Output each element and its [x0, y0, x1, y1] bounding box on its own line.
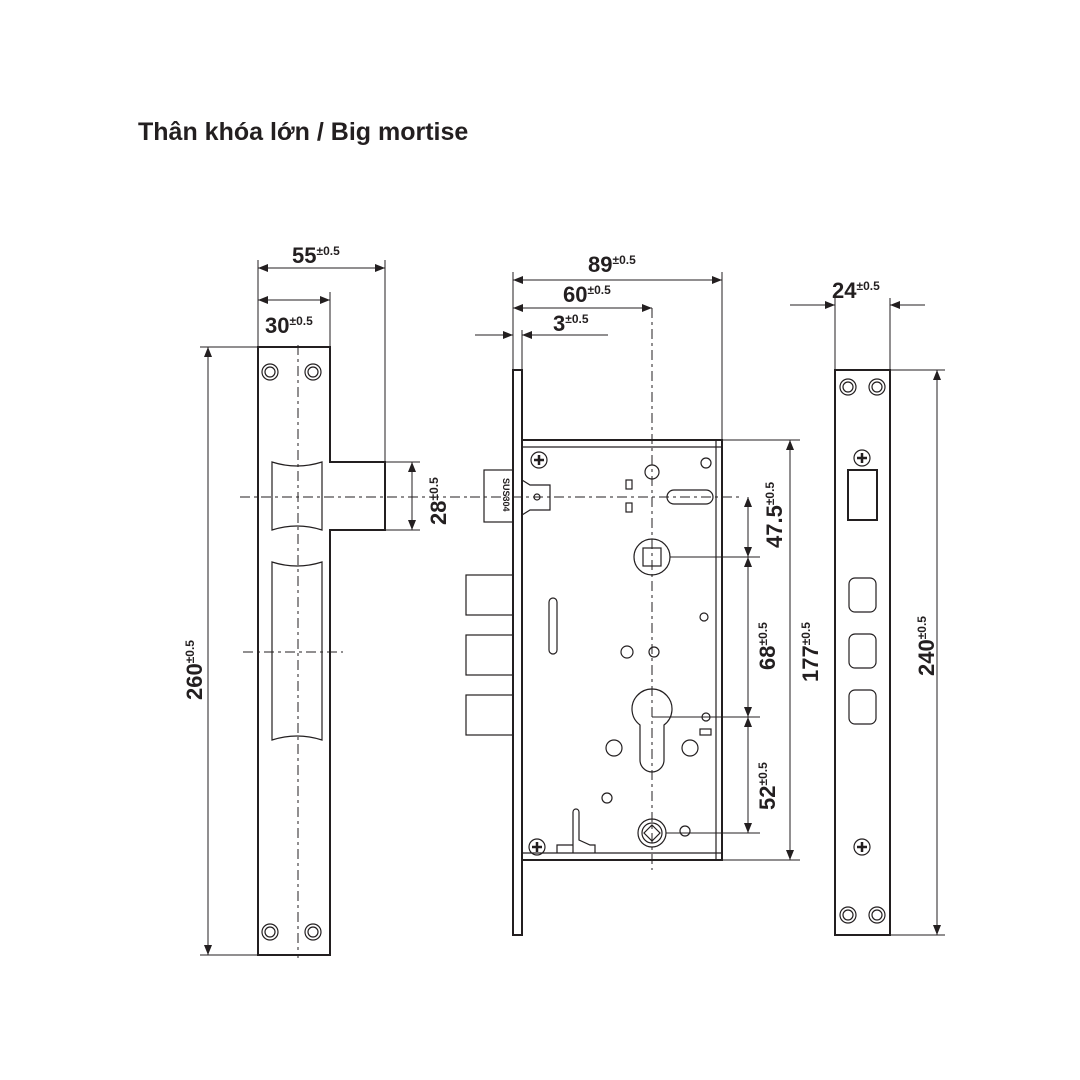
strike-dimensions: 55±0.5 30±0.5 260±0.5 28±0.5	[182, 243, 451, 956]
dim-260: 260	[182, 663, 207, 700]
svg-text:52±0.5: 52±0.5	[755, 762, 780, 810]
dim-60: 60	[563, 282, 587, 307]
diagram-title: Thân khóa lớn / Big mortise	[138, 118, 469, 146]
dim-240: 240	[914, 639, 939, 676]
svg-text:3±0.5: 3±0.5	[553, 311, 589, 336]
dim-52: 52	[755, 786, 780, 810]
faceplate-dimensions: 24±0.5 240±0.5	[790, 278, 945, 936]
mortise-body: SUS304	[465, 308, 740, 936]
svg-text:177±0.5: 177±0.5	[798, 622, 823, 682]
dim-177: 177	[798, 645, 823, 682]
svg-text:30±0.5: 30±0.5	[265, 313, 313, 338]
svg-text:47.5±0.5: 47.5±0.5	[762, 482, 787, 548]
faceplate	[834, 369, 891, 936]
svg-text:24±0.5: 24±0.5	[832, 278, 880, 303]
svg-text:28±0.5: 28±0.5	[426, 477, 451, 525]
svg-text:60±0.5: 60±0.5	[563, 282, 611, 307]
svg-text:55±0.5: 55±0.5	[292, 243, 340, 268]
dim-30: 30	[265, 313, 289, 338]
dim-3: 3	[553, 311, 565, 336]
dim-89: 89	[588, 252, 612, 277]
dim-68: 68	[755, 646, 780, 670]
dim-55: 55	[292, 243, 316, 268]
strike-plate	[240, 345, 480, 958]
svg-text:260±0.5: 260±0.5	[182, 640, 207, 700]
svg-text:89±0.5: 89±0.5	[588, 252, 636, 277]
dim-24: 24	[832, 278, 857, 303]
material-label: SUS304	[501, 478, 511, 512]
svg-text:240±0.5: 240±0.5	[914, 616, 939, 676]
dim-47-5: 47.5	[762, 505, 787, 548]
mortise-dimensions: 89±0.5 60±0.5 3±0.5 47.5±0.5 68±0.5 177±…	[475, 252, 823, 861]
dim-28: 28	[426, 501, 451, 525]
svg-text:68±0.5: 68±0.5	[755, 622, 780, 670]
